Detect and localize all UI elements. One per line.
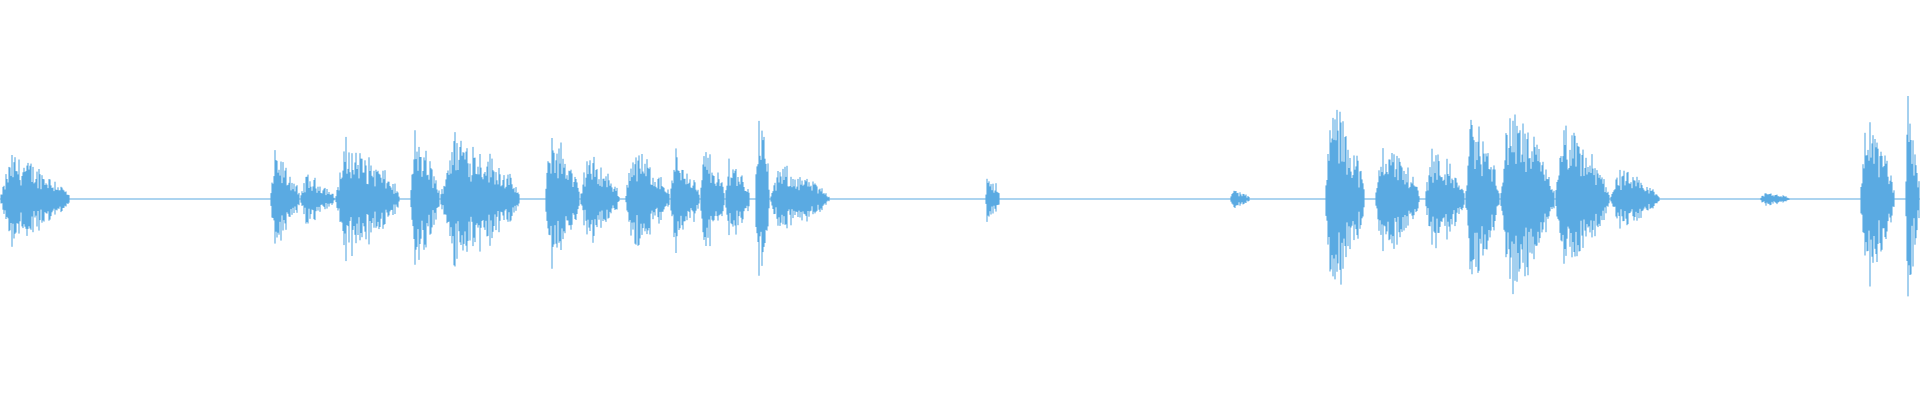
waveform-bars xyxy=(0,96,1920,297)
waveform-segment xyxy=(1905,96,1920,297)
waveform-segment xyxy=(700,152,725,247)
waveform-segment xyxy=(625,154,670,246)
waveform-segment xyxy=(440,132,520,267)
waveform-segment xyxy=(270,150,300,244)
waveform-segment xyxy=(1555,125,1610,264)
waveform-segment xyxy=(1375,148,1420,252)
waveform-segment xyxy=(1465,119,1500,275)
waveform-segment xyxy=(770,165,830,229)
waveform-segment xyxy=(755,120,770,276)
waveform-segment xyxy=(725,158,750,236)
waveform-segment xyxy=(1230,190,1250,208)
waveform-segment xyxy=(1500,114,1555,295)
waveform-segment xyxy=(1325,109,1365,285)
waveform-segment xyxy=(985,178,1000,222)
waveform-segment xyxy=(1610,169,1660,229)
waveform-segment xyxy=(300,174,335,224)
waveform-segment xyxy=(1425,148,1465,249)
waveform-segment xyxy=(410,130,440,265)
waveform-segment xyxy=(335,136,400,262)
waveform-segment xyxy=(580,156,620,243)
waveform-segment xyxy=(545,138,580,269)
waveform-segment xyxy=(0,155,70,247)
waveform-segment xyxy=(1760,193,1790,206)
waveform-segment xyxy=(1860,122,1895,287)
waveform-segment xyxy=(670,148,700,253)
